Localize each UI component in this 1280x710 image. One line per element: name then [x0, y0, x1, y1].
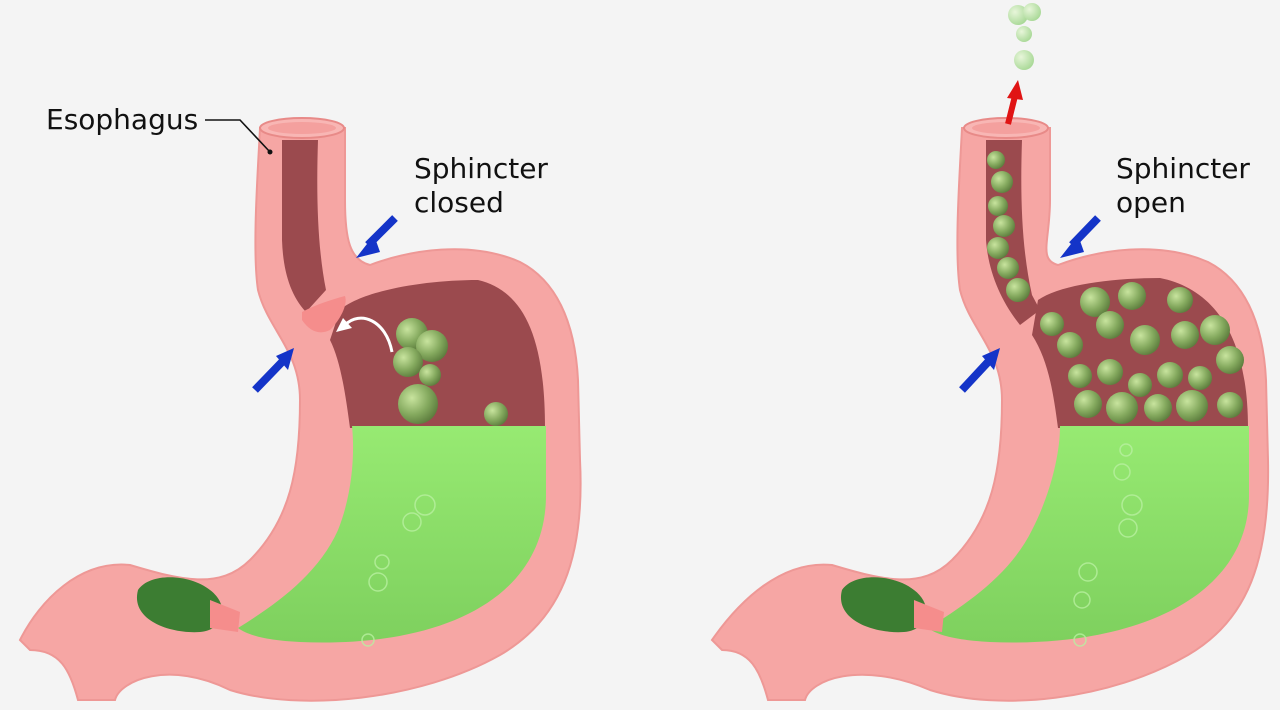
blocked-reflux-arrow — [336, 316, 394, 353]
red-reflux-arrow — [1005, 80, 1023, 125]
pyloric-sphincter — [914, 600, 944, 632]
pylorus-cavity — [840, 577, 927, 633]
blue-arrow-upper — [1060, 215, 1101, 258]
escaping-bubbles — [1008, 3, 1041, 70]
esophagus-label: Esophagus — [46, 103, 199, 136]
stomach-open-illustration — [710, 3, 1270, 702]
sphincter-closed-line1: Sphincter — [414, 152, 548, 185]
sphincter-open-label: Sphincter open — [1116, 152, 1250, 220]
stomach-acid — [238, 426, 546, 643]
sphincter-closed-label: Sphincter closed — [414, 152, 548, 220]
sphincter-open-line1: Sphincter — [1116, 152, 1250, 185]
gas-bubbles — [987, 151, 1244, 424]
stomach-acid — [928, 426, 1249, 643]
esophagus-lumen — [282, 140, 326, 312]
esophagus-leader-line — [205, 119, 271, 153]
stomach-closed-illustration — [18, 117, 582, 702]
gas-bubbles — [393, 318, 508, 426]
panel-sphincter-open: Sphincter open — [640, 0, 1280, 710]
panel-sphincter-closed: Esophagus Sphincter closed — [18, 103, 582, 702]
acid-bubbles — [361, 494, 436, 647]
blue-arrow-upper — [356, 215, 398, 258]
pyloric-sphincter — [210, 600, 240, 632]
sphincter-open-line2: open — [1116, 186, 1186, 219]
blue-arrow-lower — [252, 348, 294, 393]
closed-sphincter — [302, 296, 346, 333]
pylorus-cavity — [136, 577, 223, 633]
blue-arrow-lower — [959, 348, 1000, 393]
acid-bubbles — [1073, 443, 1143, 647]
sphincter-closed-line2: closed — [414, 186, 504, 219]
